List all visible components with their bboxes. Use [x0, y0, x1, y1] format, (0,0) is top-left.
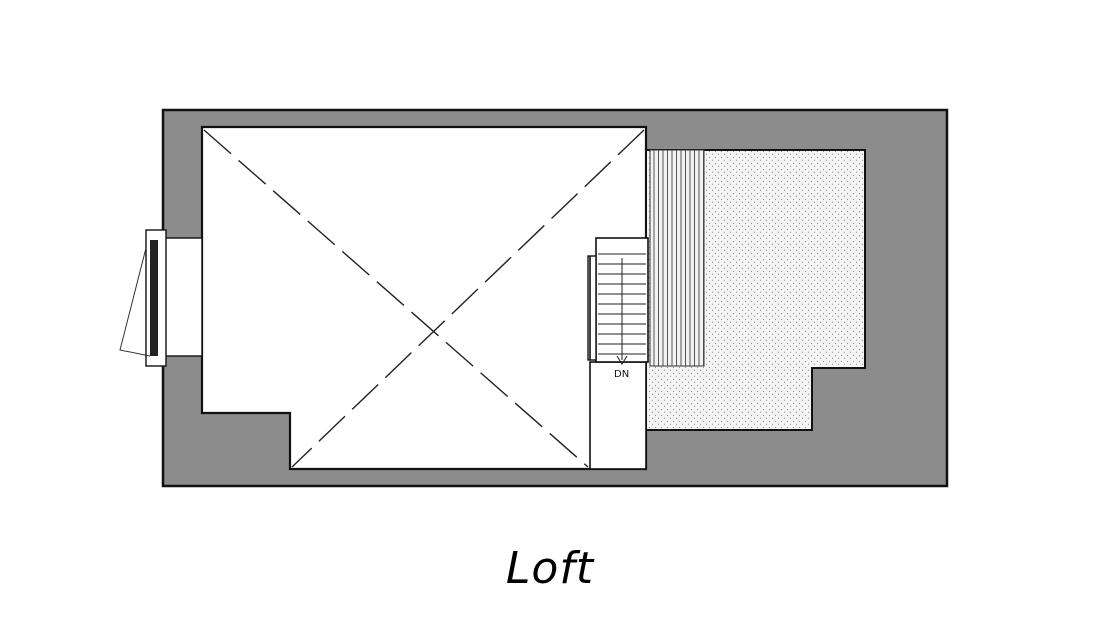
- open-to-below-area: [200, 125, 648, 471]
- striped-floor-band: [649, 149, 705, 367]
- stair-down-label: DN: [614, 369, 629, 380]
- window-swing-line: [119, 247, 151, 357]
- stairwell-opening: [589, 361, 647, 470]
- stair-direction-arrow: [616, 355, 628, 365]
- open-below-diagonal-2: [291, 129, 645, 468]
- window-assembly: [119, 229, 203, 367]
- open-below-diagonal-1: [203, 129, 589, 468]
- staircase: [587, 237, 649, 365]
- plan-title: Loft: [505, 543, 595, 594]
